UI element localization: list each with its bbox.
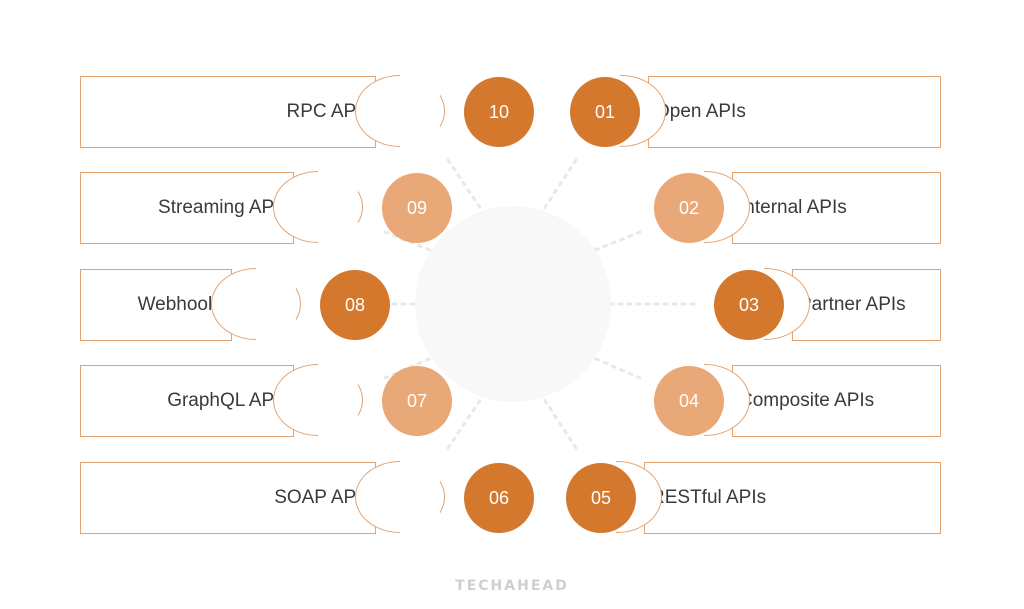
number-badge: 03 [714, 270, 784, 340]
number-badge: 10 [464, 77, 534, 147]
api-item-open: Open APIs 01 [570, 74, 941, 150]
label-box: Composite APIs [732, 365, 941, 437]
number-badge: 04 [654, 366, 724, 436]
label-box: Streaming APIs [80, 172, 294, 244]
number-badge: 01 [570, 77, 640, 147]
item-label: Streaming APIs [158, 197, 289, 218]
api-item-composite: Composite APIs 04 [654, 363, 941, 439]
item-label: Partner APIs [799, 294, 906, 315]
item-number: 10 [488, 101, 510, 122]
api-item-webhooks: Webhooks 08 [80, 267, 390, 343]
item-number: 05 [590, 487, 612, 508]
item-number: 06 [488, 487, 510, 508]
item-label: Open APIs [655, 101, 746, 122]
label-box: RPC APIs [80, 76, 376, 148]
label-box: Internal APIs [732, 172, 941, 244]
item-number: 04 [678, 390, 700, 411]
item-number: 02 [678, 197, 700, 218]
number-badge: 05 [566, 463, 636, 533]
connector-line [538, 158, 578, 217]
api-item-internal: Internal APIs 02 [654, 170, 941, 246]
label-box: GraphQL APIs [80, 365, 294, 437]
item-label: Webhooks [137, 294, 227, 315]
number-badge: 06 [464, 463, 534, 533]
connector-line [446, 391, 487, 450]
item-label: RESTful APIs [651, 487, 767, 508]
label-box: RESTful APIs [644, 462, 941, 534]
api-item-streaming: Streaming APIs 09 [80, 170, 452, 246]
connector-line [446, 158, 487, 217]
item-label: GraphQL APIs [167, 390, 289, 411]
item-number: 03 [738, 294, 760, 315]
item-label: SOAP APIs [274, 487, 371, 508]
api-item-restful: RESTful APIs 05 [566, 460, 941, 536]
item-number: 09 [406, 197, 428, 218]
item-label: RPC APIs [286, 101, 371, 122]
label-box: Open APIs [648, 76, 941, 148]
item-label: Internal APIs [739, 197, 847, 218]
label-box: Webhooks [80, 269, 232, 341]
api-item-partner: Partner APIs 03 [714, 267, 941, 343]
techahead-logo: TECHAHEAD [455, 578, 569, 594]
item-number: 01 [594, 101, 616, 122]
api-item-soap: SOAP APIs 06 [80, 460, 534, 536]
api-item-rpc: RPC APIs 10 [80, 74, 534, 150]
number-badge: 07 [382, 366, 452, 436]
connector-line [538, 391, 578, 450]
item-number: 08 [344, 294, 366, 315]
label-box: Partner APIs [792, 269, 941, 341]
center-hub [415, 206, 611, 402]
item-label: Composite APIs [739, 390, 875, 411]
item-number: 07 [406, 390, 428, 411]
api-item-graphql: GraphQL APIs 07 [80, 363, 452, 439]
number-badge: 08 [320, 270, 390, 340]
number-badge: 02 [654, 173, 724, 243]
number-badge: 09 [382, 173, 452, 243]
label-box: SOAP APIs [80, 462, 376, 534]
